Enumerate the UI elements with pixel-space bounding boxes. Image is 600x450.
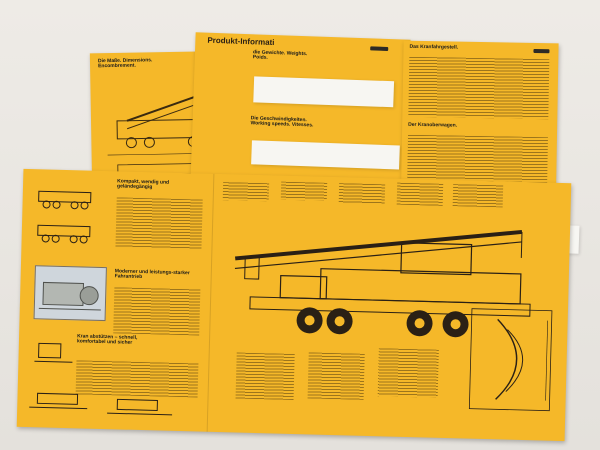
front-spread: Kompakt, wendig und geländegängig Modern… <box>16 168 572 442</box>
engine-illustration <box>38 281 101 311</box>
crane-main-diagram <box>234 229 531 338</box>
superstructure-heading: Der Kranoberwagen. <box>408 121 458 129</box>
outrigger-drawing <box>34 342 73 363</box>
outrigger-heading: Kran abstützen – schnell, komfortabel un… <box>76 333 138 347</box>
back-middle-sheet: Produkt-Informati die Gewichte. Weights.… <box>190 32 411 190</box>
weights-table <box>253 76 395 108</box>
speeds-heading: Die Geschwindigkeiten. Working speeds. V… <box>250 115 314 129</box>
page-fold <box>206 173 215 432</box>
speeds-table <box>251 140 400 170</box>
crane-travel-drawing <box>38 190 92 210</box>
weights-heading: die Gewichte. Weights. Poids. <box>252 49 308 62</box>
callout-text-5 <box>452 184 504 208</box>
drivetrain-heading: Moderner und leistungs-starker Fahrantri… <box>114 268 190 281</box>
logo-badge-middle <box>370 46 389 52</box>
callout-text-8 <box>377 348 439 398</box>
outrigger-pad-drawings <box>29 392 173 416</box>
callout-text-7 <box>307 352 365 400</box>
compact-text <box>115 197 203 250</box>
drivetrain-photo <box>33 265 107 322</box>
callout-text-2 <box>280 181 328 201</box>
callout-text-6 <box>235 352 295 401</box>
chassis-heading: Das Kranfahrgestell. <box>409 43 459 51</box>
callout-text-4 <box>396 182 444 206</box>
compact-heading: Kompakt, wendig und geländegängig <box>116 178 170 191</box>
back-left-heading: Die Maße. Dimensions. Encombrement. <box>97 57 153 70</box>
crane-steering-drawing <box>37 224 91 244</box>
callout-text-3 <box>338 183 386 205</box>
logo-badge-right <box>533 48 550 54</box>
back-middle-heading: Produkt-Informati <box>207 35 275 48</box>
drivetrain-text <box>113 287 201 336</box>
chassis-spec-list <box>408 56 550 120</box>
turning-circle-diagram <box>468 308 553 412</box>
callout-text-1 <box>222 182 270 202</box>
